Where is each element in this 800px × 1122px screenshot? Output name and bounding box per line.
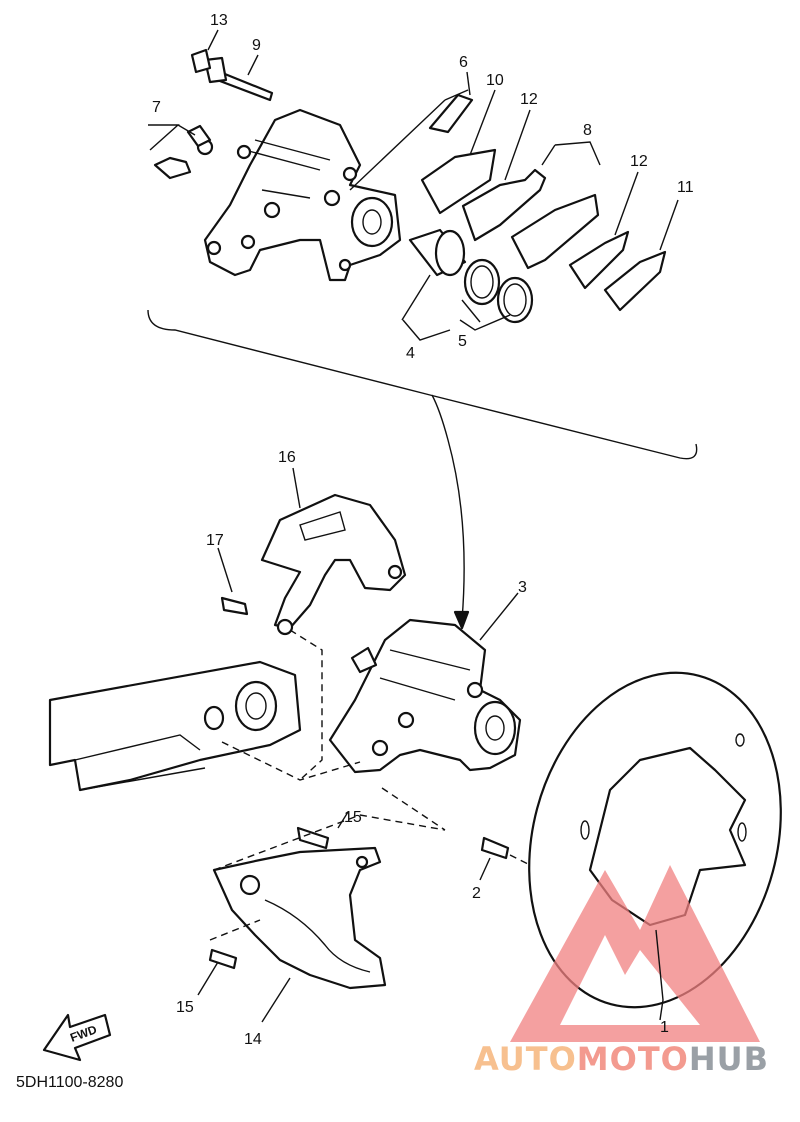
callout-13: 13 (210, 12, 228, 29)
callout-5: 5 (458, 333, 467, 350)
callout-7: 7 (152, 99, 161, 116)
callout-17: 17 (206, 532, 224, 549)
watermark-logo: AUTOMOTOHUB (474, 1040, 770, 1078)
callout-16: 16 (278, 449, 296, 466)
callout-3: 3 (518, 579, 527, 596)
callout-15b: 15 (176, 999, 194, 1016)
callout-2: 2 (472, 885, 481, 902)
callout-8: 8 (583, 122, 592, 139)
lower-assembly (48, 493, 601, 990)
fwd-arrow-icon: FWD (42, 1013, 112, 1062)
callout-11: 11 (677, 179, 694, 196)
callouts: 1 2 3 4 5 6 7 8 9 10 11 12 12 13 14 15 1… (148, 12, 694, 1048)
callout-15a: 15 (344, 809, 362, 826)
watermark-triangle-icon (510, 865, 760, 1042)
callout-6: 6 (459, 54, 468, 71)
callout-10: 10 (486, 72, 504, 89)
group-brace (147, 309, 698, 460)
upper-caliper-group (153, 48, 667, 324)
diagram-code: 5DH1100-8280 (16, 1074, 124, 1091)
callout-14: 14 (244, 1031, 262, 1048)
callout-4: 4 (406, 345, 415, 362)
callout-9: 9 (252, 37, 261, 54)
callout-12b: 12 (630, 153, 648, 170)
callout-12a: 12 (520, 91, 538, 108)
callout-1: 1 (660, 1019, 669, 1036)
brake-disc (528, 671, 782, 1009)
